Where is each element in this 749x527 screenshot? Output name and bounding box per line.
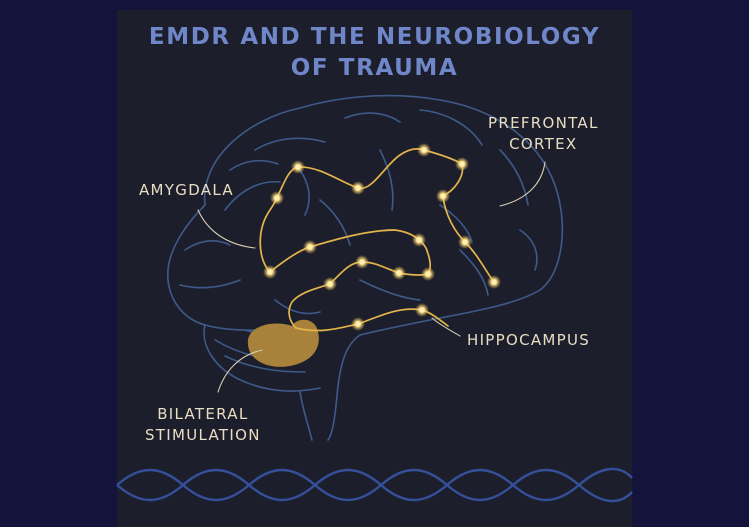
leader-line-bilateral xyxy=(217,349,263,393)
leader-line-hippocampus xyxy=(431,317,461,337)
bilateral-waves xyxy=(116,467,633,503)
label-bilateral-line-1: BILATERAL xyxy=(157,405,249,423)
neuron-node xyxy=(487,275,501,289)
neuron-node xyxy=(355,255,369,269)
neuron-node xyxy=(270,191,284,205)
neuron-node xyxy=(458,235,472,249)
neuron-node xyxy=(351,317,365,331)
neuron-node xyxy=(417,143,431,157)
wave-2 xyxy=(116,467,633,502)
neuron-node xyxy=(263,265,277,279)
title-line-1: EMDR AND THE NEUROBIOLOGY xyxy=(148,24,601,50)
neuron-node xyxy=(392,266,406,280)
neuron-node xyxy=(412,233,426,247)
label-amygdala: AMYGDALA xyxy=(139,180,234,201)
neural-nodes xyxy=(263,143,501,331)
leader-line-amygdala xyxy=(197,209,256,249)
neuron-node xyxy=(291,160,305,174)
neuron-node xyxy=(323,277,337,291)
wave-1 xyxy=(116,468,633,503)
leader-line-prefrontal xyxy=(499,161,546,207)
neuron-node xyxy=(351,181,365,195)
leader-lines xyxy=(197,161,546,393)
neuron-node xyxy=(303,240,317,254)
label-hippocampus: HIPPOCAMPUS xyxy=(467,330,590,351)
label-bilateral-line-2: STIMULATION xyxy=(145,426,261,444)
label-amygdala-text: AMYGDALA xyxy=(139,181,234,199)
gold-blob xyxy=(247,319,319,367)
label-prefrontal-line-2: CORTEX xyxy=(509,135,578,153)
neuron-node xyxy=(436,189,450,203)
label-prefrontal-line-1: PREFRONTAL xyxy=(488,114,599,132)
label-hippocampus-text: HIPPOCAMPUS xyxy=(467,331,591,349)
neuron-node xyxy=(455,157,469,171)
label-bilateral-stimulation: BILATERAL STIMULATION xyxy=(145,404,261,446)
label-prefrontal-cortex: PREFRONTAL CORTEX xyxy=(488,113,599,155)
title-line-2: OF TRAUMA xyxy=(290,55,459,81)
neuron-node xyxy=(421,267,435,281)
page-title: EMDR AND THE NEUROBIOLOGY OF TRAUMA xyxy=(117,22,632,84)
neuron-node xyxy=(415,303,429,317)
